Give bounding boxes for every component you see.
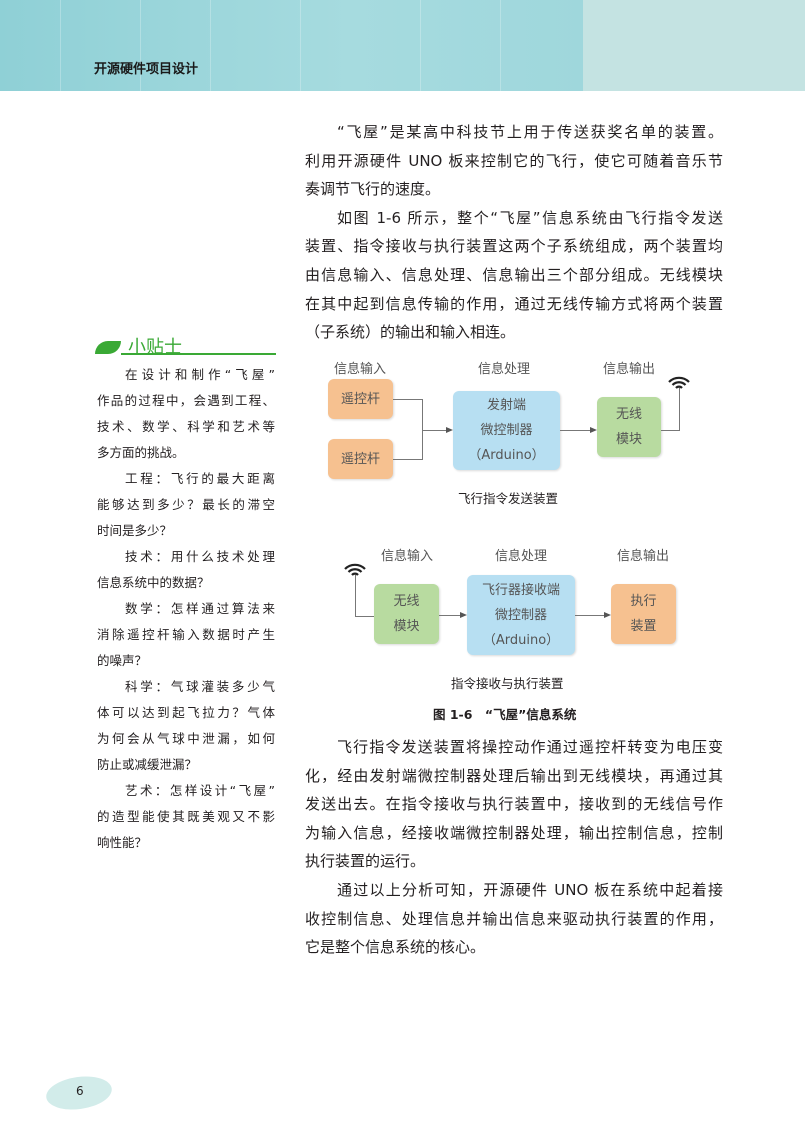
text-line: （子系统）的输出和输入相连。 (305, 323, 516, 342)
receiver-caption: 指令接收与执行装置 (451, 676, 564, 691)
text-line: 为输入信息，经接收端微控制器处理，输出控制信息，控制 (305, 823, 723, 842)
label-processing: 信息处理 (478, 362, 531, 377)
header-banner (0, 0, 583, 91)
text-line: 利用开源硬件 UNO 板来控制它的飞行，使它可随着音乐节 (305, 151, 723, 170)
text-line: 飞行指令发送装置将操控动作通过遥控杆转变为电压变 (337, 738, 723, 756)
box-text: （Arduino） (482, 632, 560, 648)
leaf-icon (95, 341, 121, 354)
joystick-box-1: 遥控杆 (328, 379, 393, 419)
figure-caption: 图 1-6 “飞屋”信息系统 (433, 707, 577, 722)
intro-text: “飞屋”是某高中科技节上用于传送获奖名单的装置。利用开源硬件 UNO 板来控制它… (305, 118, 723, 347)
text-line: 化，经由发射端微控制器处理后输出到无线模块，再通过其 (305, 766, 723, 785)
text-line: 时间是多少？ (97, 523, 173, 538)
book-title: 开源硬件项目设计 (94, 62, 199, 77)
label-processing: 信息处理 (495, 549, 548, 564)
text-line: 在其中起到信息传输的作用，通过无线传输方式将两个装置 (305, 294, 723, 313)
label-output: 信息输出 (603, 362, 656, 377)
text-line: 多方面的挑战。 (97, 445, 185, 460)
box-text: 无线 (615, 407, 642, 422)
text-line: 能够达到多少？最长的滞空 (97, 497, 275, 512)
box-text: 无线 (393, 594, 420, 609)
box-text: 微控制器 (480, 423, 533, 438)
text-line: 执行装置的运行。 (305, 852, 426, 871)
receiver-mcu-box: 飞行器接收端微控制器 （Arduino） (467, 575, 575, 655)
box-text: 微控制器 (494, 607, 547, 623)
text-line: 技术、数学、科学和艺术等 (97, 419, 275, 434)
text-line: 发送出去。在指令接收与执行装置中，接收到的无线信号作 (305, 795, 723, 814)
text-line: 数学：怎样通过算法来 (125, 601, 275, 616)
page-number: 6 (76, 1084, 84, 1098)
box-text: 模块 (393, 619, 420, 634)
text-line: 消除遥控杆输入数据时产生 (97, 627, 275, 642)
box-text: 遥控杆 (340, 451, 380, 467)
text-line: 收控制信息、处理信息并输出信息来驱动执行装置的作用， (305, 909, 723, 928)
wifi-icon (668, 376, 690, 389)
transmitter-mcu-box: 发射端微控制器 （Arduino） (453, 391, 560, 470)
tips-title: 小贴士 (128, 337, 182, 358)
tips-header: 小贴士 (95, 333, 276, 358)
text-line: 体可以达到起飞拉力？气体 (97, 705, 275, 720)
text-line: 的噪声？ (97, 653, 148, 668)
text-line: 作品的过程中，会遇到工程、 (97, 393, 275, 408)
label-input: 信息输入 (334, 362, 387, 377)
box-text: 遥控杆 (340, 391, 380, 407)
text-line: 为何会从气球中泄漏，如何 (97, 731, 275, 746)
text-line: 技术：用什么技术处理 (125, 549, 275, 564)
wireless-module-box: 无线模块 (597, 397, 661, 457)
box-text: （Arduino） (468, 448, 545, 463)
text-line: 由信息输入、信息处理、信息输出三个部分组成。无线模块 (305, 265, 723, 284)
text-line: 通过以上分析可知，开源硬件 UNO 板在系统中起着接 (337, 880, 723, 899)
text-line: 工程：飞行的最大距离 (125, 471, 275, 486)
text-line: “飞屋”是某高中科技节上用于传送获奖名单的装置。 (337, 123, 723, 141)
text-line: 如图 1-6 所示，整个“飞屋”信息系统由飞行指令发送 (337, 208, 723, 227)
sender-caption: 飞行指令发送装置 (458, 491, 559, 506)
text-line: 在设计和制作“飞屋” (125, 367, 275, 382)
text-line: 艺术：怎样设计“飞屋” (125, 783, 275, 798)
box-text: 执行 (630, 594, 657, 609)
text-line: 防止或减缓泄漏？ (97, 757, 198, 772)
box-text: 飞行器接收端 (481, 582, 560, 598)
text-line: 信息系统中的数据？ (97, 575, 210, 590)
box-text: 装置 (630, 619, 657, 634)
box-text: 模块 (615, 432, 642, 447)
divider (121, 353, 276, 355)
box-text: 发射端 (486, 398, 526, 413)
text-line: 装置、指令接收与执行装置这两个子系统组成，两个装置均 (305, 237, 723, 256)
label-input: 信息输入 (381, 549, 434, 564)
text-line: 奏调节飞行的速度。 (305, 180, 441, 199)
joystick-box-2: 遥控杆 (328, 439, 393, 479)
wifi-icon (344, 563, 366, 576)
text-line: 它是整个信息系统的核心。 (305, 938, 486, 957)
text-line: 响性能？ (97, 835, 148, 850)
page-header: 开源硬件项目设计 (0, 0, 805, 91)
text-line: 的造型能使其既美观又不影 (97, 809, 275, 824)
tips-text: 在设计和制作“飞屋” 作品的过程中，会遇到工程、技术、数学、科学和艺术等多方面的挑… (97, 362, 275, 856)
wireless-module-box: 无线模块 (374, 584, 439, 644)
body-text: 飞行指令发送装置将操控动作通过遥控杆转变为电压变化，经由发射端微控制器处理后输出… (305, 733, 723, 962)
label-output: 信息输出 (617, 549, 670, 564)
text-line: 科学：气球灌装多少气 (125, 679, 275, 694)
actuator-box: 执行装置 (611, 584, 676, 644)
